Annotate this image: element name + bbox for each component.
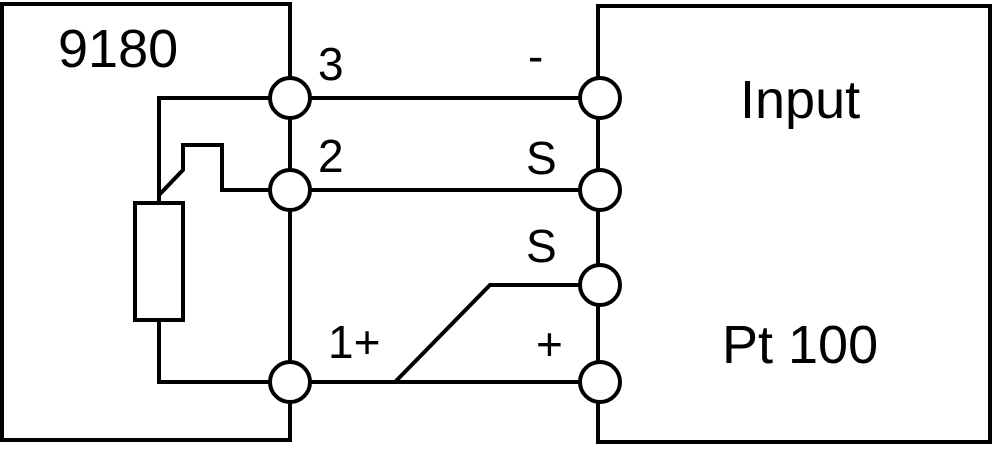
- terminal-s-upper: [578, 168, 622, 212]
- terminal-1: [268, 360, 312, 404]
- resistor-top-lead: [157, 96, 290, 203]
- terminal-1-label: 1+: [328, 316, 380, 368]
- device-9180-label: 9180: [58, 19, 178, 79]
- resistor-symbol: [133, 201, 185, 322]
- input-device-box: [596, 4, 992, 444]
- pt100-label: Pt 100: [722, 315, 878, 375]
- s-upper-label: S: [526, 132, 557, 184]
- s-lower-label: S: [526, 220, 557, 272]
- terminal-2-label: 2: [318, 130, 344, 182]
- terminal-plus: [578, 360, 622, 404]
- wiper-lead: [157, 143, 290, 197]
- terminal-s-lower: [578, 263, 622, 307]
- input-label: Input: [740, 70, 860, 130]
- terminal-3: [268, 76, 312, 120]
- resistor-bottom-lead: [157, 320, 290, 384]
- wire-diagonal-to-s-lower: [393, 283, 600, 384]
- terminal-3-label: 3: [318, 38, 344, 90]
- minus-label: -: [528, 30, 543, 82]
- terminal-minus: [578, 76, 622, 120]
- plus-label: +: [536, 318, 563, 370]
- terminal-2: [268, 168, 312, 212]
- device-9180-box: [0, 2, 292, 442]
